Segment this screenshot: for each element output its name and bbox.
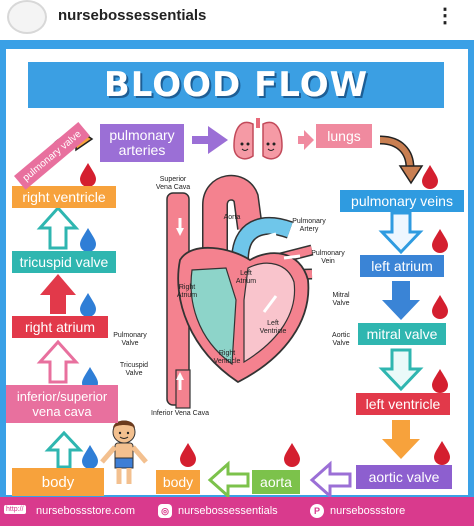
step-left-atrium: left atrium <box>360 255 444 277</box>
step-right-atrium: right atrium <box>12 316 108 338</box>
heart-diagram <box>166 174 314 409</box>
footer-bar: http:// nursebossstore.com ◎ nursebosses… <box>0 497 474 526</box>
avatar[interactable] <box>7 0 47 34</box>
step-pulmonary-arteries: pulmonary arteries <box>100 124 184 162</box>
label-right-ventricle: Right Ventricle <box>213 350 241 365</box>
pinterest-icon: P <box>310 504 324 518</box>
label-aortic-valve: Aortic Valve <box>332 332 350 347</box>
step-vena-cava: inferior/superior vena cava <box>6 385 118 423</box>
label-inferior-vena-cava: Inferior Vena Cava <box>151 410 209 417</box>
infographic-title: BLOOD FLOW <box>103 65 369 105</box>
arrow-right-icon <box>192 126 228 154</box>
step-pulmonary-veins: pulmonary veins <box>340 190 464 212</box>
label-right-atrium: Right Atrium <box>176 284 198 299</box>
username-link[interactable]: nursebossessentials <box>58 7 207 24</box>
label-pulmonary-valve: Pulmonary Valve <box>113 332 147 347</box>
label-left-ventricle: Left Ventricle <box>259 320 287 335</box>
step-aortic-valve: aortic valve <box>356 465 452 489</box>
more-options-icon[interactable]: ⋮ <box>435 5 456 27</box>
footer-pinterest: nursebossstore <box>330 505 406 517</box>
website-badge: http:// <box>4 505 26 514</box>
arrow-left-icon <box>309 460 352 500</box>
step-tricuspid-valve: tricuspid valve <box>12 251 116 273</box>
arrow-up-icon <box>36 339 80 384</box>
arrow-down-icon <box>378 348 424 392</box>
child-icon <box>100 420 148 484</box>
arrow-up-icon <box>44 430 84 469</box>
step-body-left: body <box>12 468 104 496</box>
label-pulmonary-vein: Pulmonary Vein <box>311 250 345 265</box>
footer-instagram: nursebossessentials <box>178 505 278 517</box>
arrow-down-icon <box>382 281 420 320</box>
title-banner: BLOOD FLOW <box>28 62 444 108</box>
step-lungs: lungs <box>316 124 372 148</box>
step-left-ventricle: left ventricle <box>356 393 450 415</box>
step-aorta: aorta <box>252 470 300 494</box>
arrow-down-icon <box>382 420 420 459</box>
step-right-ventricle: right ventricle <box>12 186 116 208</box>
label-tricuspid-valve: Tricuspid Valve <box>119 362 149 377</box>
label-mitral-valve: Mitral Valve <box>332 292 350 307</box>
arrow-left-icon <box>207 460 250 500</box>
step-body-bottom: body <box>156 470 200 494</box>
arrow-up-icon <box>36 205 80 250</box>
label-aorta: Aorta <box>223 214 241 221</box>
arrow-down-icon <box>378 211 424 255</box>
arrow-right-icon <box>298 130 314 150</box>
label-left-atrium: Left Atrium <box>235 270 257 285</box>
lungs-icon <box>233 118 283 160</box>
step-mitral-valve: mitral valve <box>358 323 446 345</box>
instagram-icon: ◎ <box>158 504 172 518</box>
arrow-up-icon <box>40 274 76 314</box>
label-pulmonary-artery: Pulmonary Artery <box>292 218 326 233</box>
label-superior-vena-cava: Superior Vena Cava <box>155 176 191 191</box>
curved-arrow-icon <box>379 135 424 185</box>
post-header: nursebossessentials ⋮ <box>0 0 474 36</box>
footer-website: nursebossstore.com <box>36 505 136 517</box>
